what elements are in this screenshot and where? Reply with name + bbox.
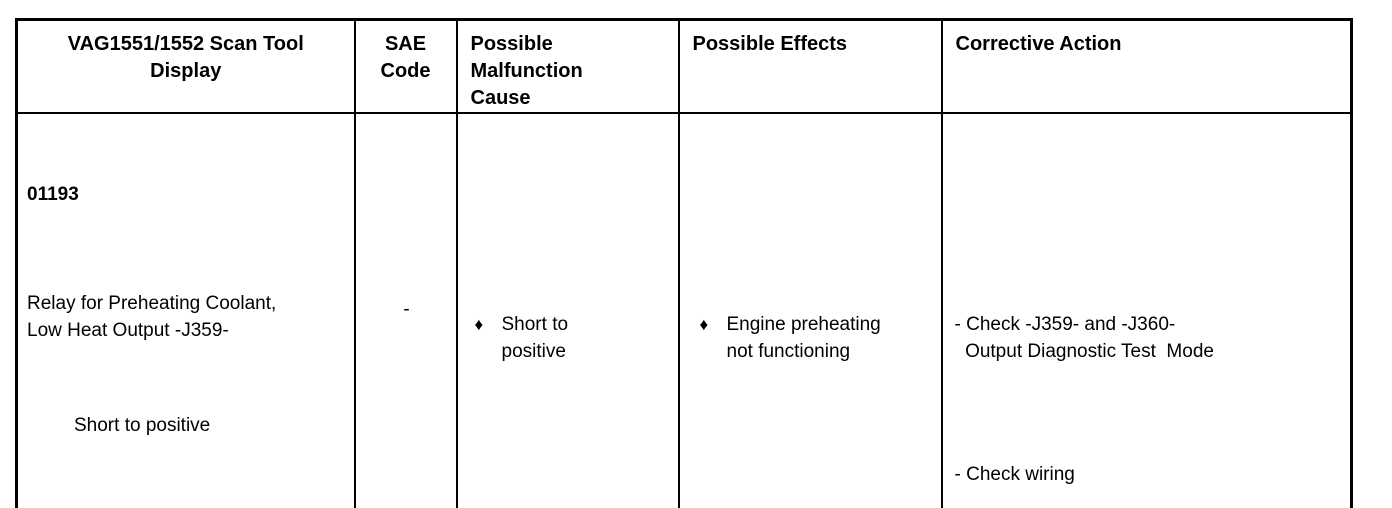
malfunction-cause-text: Short to positive: [501, 314, 569, 362]
sae-code-value: -: [403, 299, 410, 320]
col-header-possible-malfunction-cause: Possible Malfunction Cause: [455, 18, 680, 114]
col-header-corrective-action: Corrective Action: [940, 18, 1353, 114]
col-header-possible-effects: Possible Effects: [677, 18, 943, 114]
cell-sae-code: -: [353, 112, 458, 508]
dtc-code: 01193: [27, 184, 79, 205]
header-row: VAG1551/1552 Scan Tool Display SAE Code …: [15, 18, 1353, 114]
dtc-sub-condition: Short to positive: [74, 415, 211, 436]
possible-effect-text: Engine preheating not functioning: [726, 314, 881, 362]
dtc-table: VAG1551/1552 Scan Tool Display SAE Code …: [15, 18, 1353, 508]
list-item: ♦ Engine preheating not functioning: [700, 311, 935, 365]
diamond-bullet-icon: ♦: [699, 315, 709, 334]
table-row: 01193 Relay for Preheating Coolant, Low …: [15, 112, 1353, 508]
cell-corrective-action: - Check -J359- and -J360- Output Diagnos…: [940, 112, 1353, 508]
cell-possible-effects: ♦ Engine preheating not functioning: [677, 112, 943, 508]
dtc-description: Relay for Preheating Coolant, Low Heat O…: [27, 293, 277, 341]
col-header-scan-tool-display: VAG1551/1552 Scan Tool Display: [15, 18, 356, 114]
corrective-action-text: - Check wiring: [954, 464, 1075, 485]
list-item: ♦ Short to positive: [475, 311, 672, 365]
col-header-sae-code: SAE Code: [353, 18, 458, 114]
diamond-bullet-icon: ♦: [474, 315, 484, 334]
corrective-action-text: - Check -J359- and -J360- Output Diagnos…: [954, 314, 1214, 362]
cell-scan-tool-display: 01193 Relay for Preheating Coolant, Low …: [15, 112, 356, 508]
cell-possible-malfunction-cause: ♦ Short to positive: [455, 112, 680, 508]
